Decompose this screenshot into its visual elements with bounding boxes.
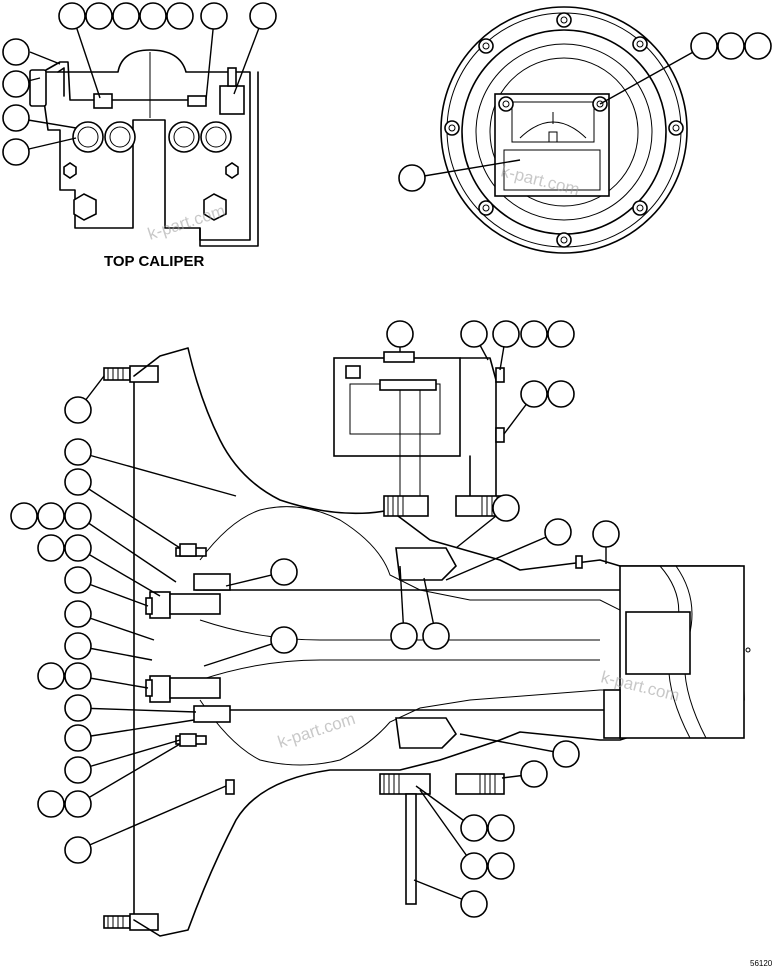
callout-circle — [64, 438, 92, 466]
callout-leaders — [15, 19, 705, 905]
callout-circle — [64, 396, 92, 424]
callout-circle — [2, 38, 30, 66]
callout-circle — [398, 164, 426, 192]
callout-circle — [37, 662, 65, 690]
callout-circle — [249, 2, 277, 30]
callout-circle — [64, 662, 92, 690]
callout-circle — [64, 694, 92, 722]
callout-circle — [64, 468, 92, 496]
callout-circle — [547, 380, 575, 408]
callout-circles — [2, 2, 772, 918]
caption-top-caliper: TOP CALIPER — [104, 253, 204, 270]
axle-hub-section — [103, 347, 751, 937]
callout-circle — [422, 622, 450, 650]
callout-circle — [717, 32, 745, 60]
callout-circle — [64, 790, 92, 818]
callout-circle — [64, 756, 92, 784]
callout-circle — [64, 502, 92, 530]
callout-circle — [58, 2, 86, 30]
caliper-face-view — [440, 6, 688, 254]
callout-circle — [64, 836, 92, 864]
callout-circle — [37, 502, 65, 530]
callout-circle — [85, 2, 113, 30]
callout-circle — [64, 724, 92, 752]
callout-circle — [460, 890, 488, 918]
callout-circle — [487, 852, 515, 880]
callout-circle — [744, 32, 772, 60]
callout-circle — [270, 558, 298, 586]
callout-circle — [492, 320, 520, 348]
callout-circle — [547, 320, 575, 348]
callout-circle — [270, 626, 298, 654]
callout-circle — [592, 520, 620, 548]
callout-circle — [460, 320, 488, 348]
callout-circle — [139, 2, 167, 30]
callout-circle — [390, 622, 418, 650]
watermark: k-part.com — [275, 709, 357, 752]
callout-circle — [552, 740, 580, 768]
callout-circle — [460, 852, 488, 880]
callout-circle — [2, 104, 30, 132]
figure-number: 56120 — [750, 959, 773, 968]
callout-circle — [2, 70, 30, 98]
callout-circle — [200, 2, 228, 30]
callout-circle — [386, 320, 414, 348]
callout-circle — [166, 2, 194, 30]
callout-circle — [64, 632, 92, 660]
callout-circle — [64, 534, 92, 562]
callout-circle — [37, 534, 65, 562]
callout-circle — [10, 502, 38, 530]
callout-circle — [544, 518, 572, 546]
callout-circle — [460, 814, 488, 842]
callout-circle — [520, 320, 548, 348]
callout-circle — [487, 814, 515, 842]
callout-circle — [520, 760, 548, 788]
callout-circle — [64, 566, 92, 594]
callout-circle — [492, 494, 520, 522]
callout-circle — [112, 2, 140, 30]
callout-circle — [64, 600, 92, 628]
callout-circle — [690, 32, 718, 60]
callout-circle — [520, 380, 548, 408]
watermark: k-part.com — [145, 201, 227, 244]
callout-circle — [37, 790, 65, 818]
callout-circle — [2, 138, 30, 166]
